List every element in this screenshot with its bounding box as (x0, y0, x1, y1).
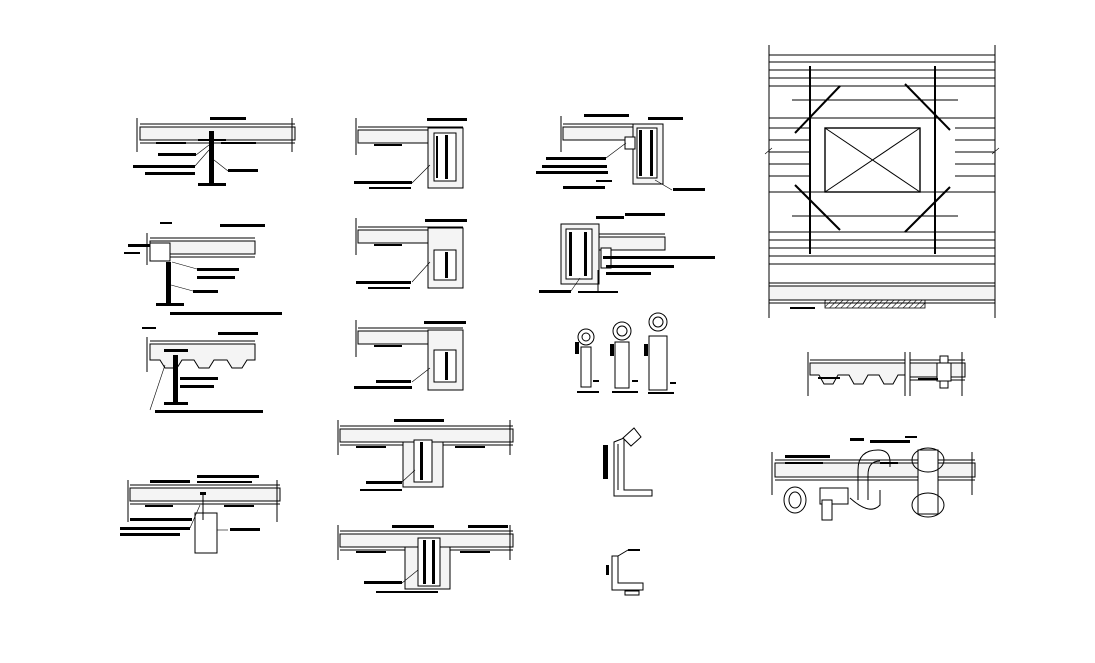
detail-steel-beam-slab-edge (124, 222, 282, 315)
detail-slab-interior-beam-2 (337, 525, 514, 593)
detail-slab-opening-section (768, 278, 996, 318)
detail-slab-edge-beam-column-1 (536, 114, 705, 191)
detail-steel-beam-ribbed-deck (142, 327, 263, 413)
detail-slab-opening-plan (764, 45, 1000, 278)
detail-slab-concrete-post (120, 475, 281, 554)
detail-slab-edge-beam-column-2 (539, 213, 715, 293)
detail-slab-edge-beam-1 (354, 118, 467, 189)
detail-slab-edge-beam-3 (354, 320, 466, 391)
detail-slab-interior-beam-1 (337, 419, 514, 491)
detail-z-bracket (606, 549, 644, 596)
detail-angled-pipe-support (603, 427, 653, 497)
detail-pipe-sleeve-sections (575, 312, 676, 394)
detail-slab-edge-beam-2 (355, 218, 467, 289)
detail-steel-beam-slab-connection (133, 117, 296, 186)
detail-pipe-through-slab-section (771, 436, 976, 521)
detail-ribbed-deck-sleeve-sections (807, 352, 966, 396)
